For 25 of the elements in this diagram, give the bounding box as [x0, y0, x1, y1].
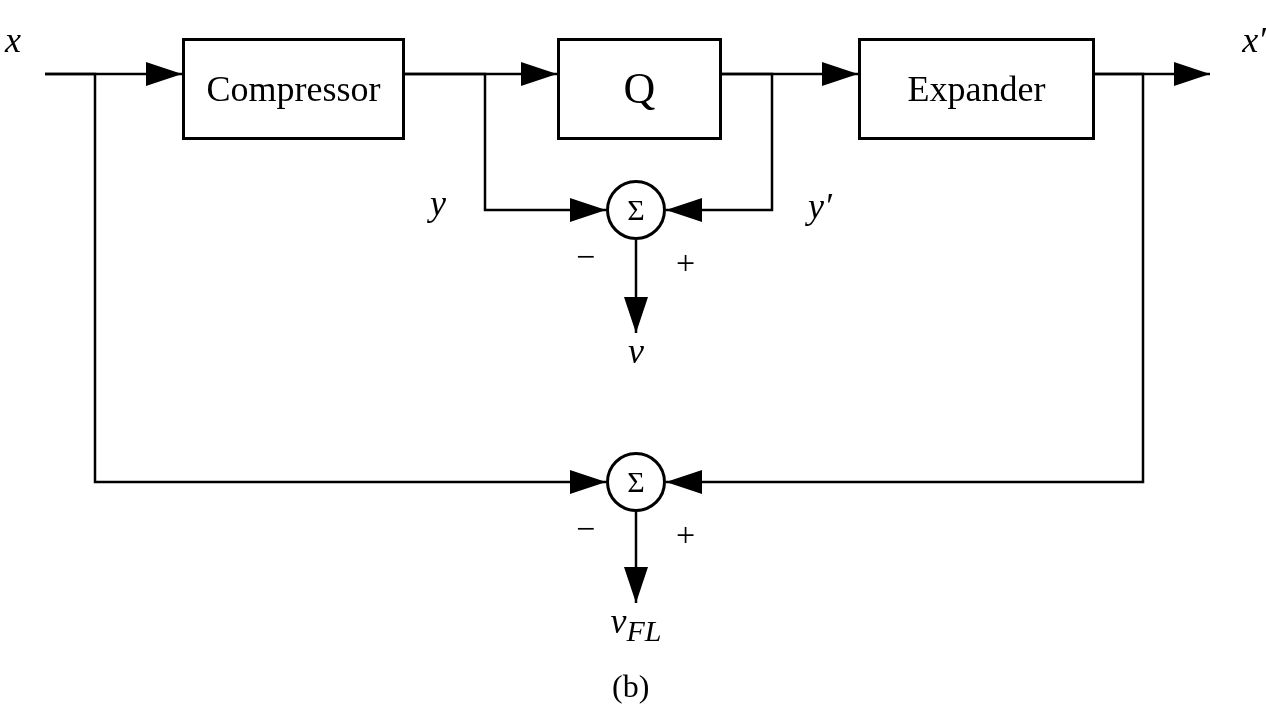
signal-label: x′	[1242, 22, 1266, 58]
arrow	[45, 72, 606, 494]
caption: (b)	[612, 670, 650, 702]
signal-label: ν$_{FL}$	[610, 603, 662, 647]
compressor-box	[182, 38, 405, 140]
arrow	[624, 240, 648, 333]
sign-label: −	[576, 512, 596, 546]
node-label: Σ	[627, 467, 645, 497]
node-label: Expander	[907, 71, 1046, 107]
arrow	[624, 512, 648, 603]
node-label: Q	[623, 67, 656, 111]
sign-label: −	[576, 240, 596, 274]
signal-label: x	[5, 22, 21, 58]
summing-junction	[606, 452, 666, 512]
node-label: Compressor	[206, 71, 381, 107]
node-label: Σ	[627, 195, 645, 225]
summing-junction	[606, 180, 666, 240]
sign-label: +	[676, 246, 696, 280]
quantizer-box	[557, 38, 722, 140]
expander-box	[858, 38, 1095, 140]
arrow	[666, 72, 1145, 494]
sign-label: +	[676, 518, 696, 552]
arrow	[405, 72, 606, 222]
arrow	[666, 72, 774, 222]
signal-label: ν	[628, 333, 644, 369]
